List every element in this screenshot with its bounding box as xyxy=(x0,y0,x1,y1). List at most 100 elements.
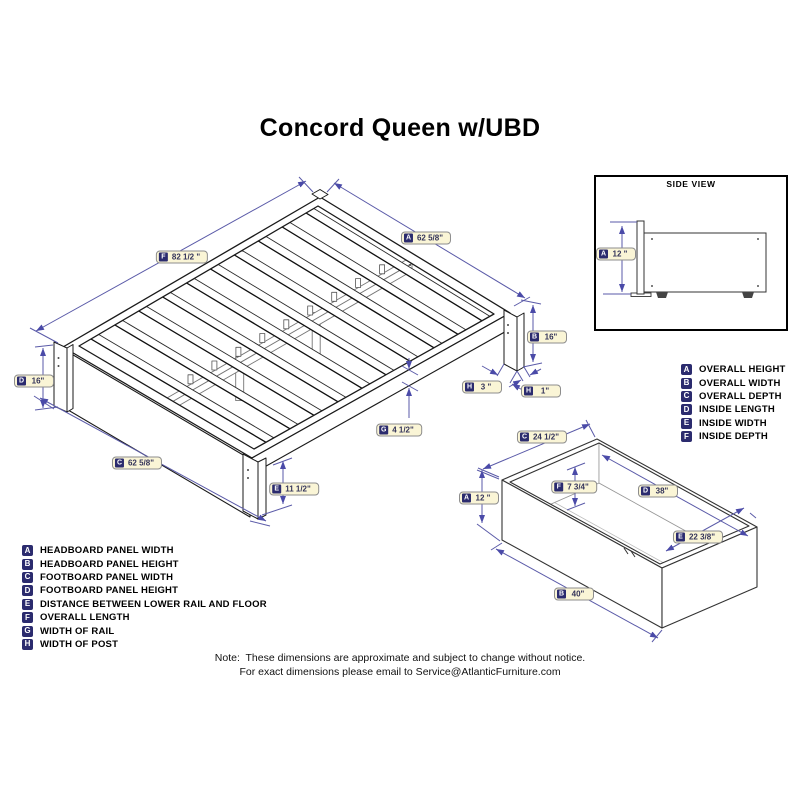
dimension-line-drawer-c xyxy=(477,419,596,478)
dim-label-drawer-f: F 7 3/4" xyxy=(551,480,597,494)
dim-key-badge: G xyxy=(379,425,389,435)
dim-key-badge: H xyxy=(524,386,533,396)
dim-value: 62 5/8" xyxy=(416,233,444,243)
dimension-line-bed-g xyxy=(401,358,419,418)
legend-key-badge: D xyxy=(681,404,692,416)
dim-key-badge: F xyxy=(158,252,168,262)
dim-label-drawer-d: D 38" xyxy=(638,484,678,498)
dim-key-badge: B xyxy=(530,332,539,342)
dim-key-badge: B xyxy=(557,589,566,599)
dim-key-badge: E xyxy=(675,532,685,542)
dim-label-bed-e: E 11 1/2" xyxy=(269,482,319,496)
dim-label-bed-f: F 82 1/2 " xyxy=(155,250,209,264)
dim-value: 22 3/8" xyxy=(688,532,716,542)
legend-key-badge: B xyxy=(681,377,692,389)
legend-item-g: G WIDTH OF RAIL xyxy=(22,624,267,637)
legend-item-label: INSIDE WIDTH xyxy=(699,417,767,429)
dim-label-drawer-b: B 40" xyxy=(554,587,594,601)
dim-value: 12 " xyxy=(475,493,491,503)
legend-key-badge: C xyxy=(22,571,33,583)
legend-item-e: E INSIDE WIDTH xyxy=(681,417,786,430)
drawer-legend: A OVERALL HEIGHT B OVERALL WIDTH C OVERALL … xyxy=(681,363,786,443)
caster xyxy=(656,292,668,298)
dim-value: 16" xyxy=(31,376,45,386)
legend-key-badge: F xyxy=(22,612,33,624)
dim-value: 11 1/2" xyxy=(285,484,311,494)
note-line-2: For exact dimensions please email to Ser… xyxy=(239,666,561,678)
legend-item-label: HEADBOARD PANEL WIDTH xyxy=(40,545,174,557)
dim-label-bed-h3: H 3 " xyxy=(462,380,502,394)
legend-item-b: B HEADBOARD PANEL HEIGHT xyxy=(22,557,267,570)
dim-key-badge: H xyxy=(465,382,474,392)
legend-item-label: INSIDE LENGTH xyxy=(699,404,775,416)
dim-value: 16" xyxy=(544,332,558,342)
side-view-drawing xyxy=(594,175,788,331)
dimension-line-bed-h1 xyxy=(508,366,542,388)
dim-value: 3 " xyxy=(480,382,492,392)
side-view-headboard-panel xyxy=(636,220,645,295)
dim-label-drawer-a: A 12 " xyxy=(459,491,499,505)
caster xyxy=(742,292,754,298)
dim-label-bed-d: D 16" xyxy=(14,374,54,388)
legend-item-label: WIDTH OF RAIL xyxy=(40,625,115,637)
legend-item-a: A OVERALL HEIGHT xyxy=(681,363,786,376)
bed-drawing xyxy=(53,189,525,520)
page-title: Concord Queen w/UBD xyxy=(259,114,541,142)
dim-value: 82 1/2 " xyxy=(171,252,201,262)
dim-key-badge: F xyxy=(554,482,564,492)
legend-key-badge: D xyxy=(22,585,33,597)
dim-value: 62 5/8" xyxy=(127,458,155,468)
dim-key-badge: A xyxy=(403,233,413,243)
dim-key-badge: A xyxy=(599,249,608,259)
dim-key-badge: C xyxy=(519,432,529,442)
legend-item-label: WIDTH OF POST xyxy=(40,638,119,650)
legend-item-b: B OVERALL WIDTH xyxy=(681,376,786,389)
dim-label-bed-a: A 62 5/8" xyxy=(400,231,452,245)
legend-key-badge: E xyxy=(681,417,692,429)
legend-key-badge: A xyxy=(22,545,33,557)
dim-label-bed-c: C 62 5/8" xyxy=(111,456,163,470)
side-view-drawer-body xyxy=(643,232,767,293)
dim-label-sideview-a: A 12 " xyxy=(596,247,636,261)
dim-key-badge: D xyxy=(641,486,650,496)
side-view-title: SIDE VIEW xyxy=(666,179,716,189)
legend-key-badge: C xyxy=(681,390,692,402)
legend-item-h: H WIDTH OF POST xyxy=(22,638,267,651)
legend-key-badge: E xyxy=(22,598,33,610)
dimension-line-drawer-e xyxy=(665,507,757,552)
legend-item-f: F INSIDE DEPTH xyxy=(681,430,786,443)
dim-value: 1" xyxy=(540,386,550,396)
dim-value: 40" xyxy=(571,589,585,599)
note-line-1: Note: These dimensions are approximate a… xyxy=(214,652,586,664)
footer-note: Note: These dimensions are approximate a… xyxy=(0,651,800,679)
dim-label-drawer-c: C 24 1/2" xyxy=(516,430,568,444)
dim-key-badge: E xyxy=(272,484,282,494)
bed-legend: A HEADBOARD PANEL WIDTH B HEADBOARD PANEL … xyxy=(22,544,267,651)
legend-item-label: OVERALL DEPTH xyxy=(699,390,782,402)
dim-value: 12 " xyxy=(612,249,628,259)
legend-item-d: D INSIDE LENGTH xyxy=(681,403,786,416)
dim-label-drawer-e: E 22 3/8" xyxy=(672,530,724,544)
dim-value: 4 1/2" xyxy=(392,425,414,435)
legend-key-badge: F xyxy=(681,431,692,443)
dim-key-badge: C xyxy=(114,458,124,468)
legend-item-label: INSIDE DEPTH xyxy=(699,431,768,443)
legend-item-label: OVERALL HEIGHT xyxy=(699,364,786,376)
legend-key-badge: B xyxy=(22,558,33,570)
dim-label-bed-g: G 4 1/2" xyxy=(376,423,422,437)
legend-item-c: C OVERALL DEPTH xyxy=(681,390,786,403)
legend-item-d: D FOOTBOARD PANEL HEIGHT xyxy=(22,584,267,597)
legend-item-label: OVERALL LENGTH xyxy=(40,612,130,624)
legend-item-label: FOOTBOARD PANEL HEIGHT xyxy=(40,585,179,597)
dim-label-bed-b: B 16" xyxy=(527,330,567,344)
legend-key-badge: A xyxy=(681,364,692,376)
legend-key-badge: H xyxy=(22,638,33,650)
dim-value: 24 1/2" xyxy=(532,432,560,442)
legend-item-label: OVERALL WIDTH xyxy=(699,377,781,389)
legend-item-label: HEADBOARD PANEL HEIGHT xyxy=(40,558,179,570)
legend-key-badge: G xyxy=(22,625,33,637)
dim-value: 38" xyxy=(655,486,669,496)
